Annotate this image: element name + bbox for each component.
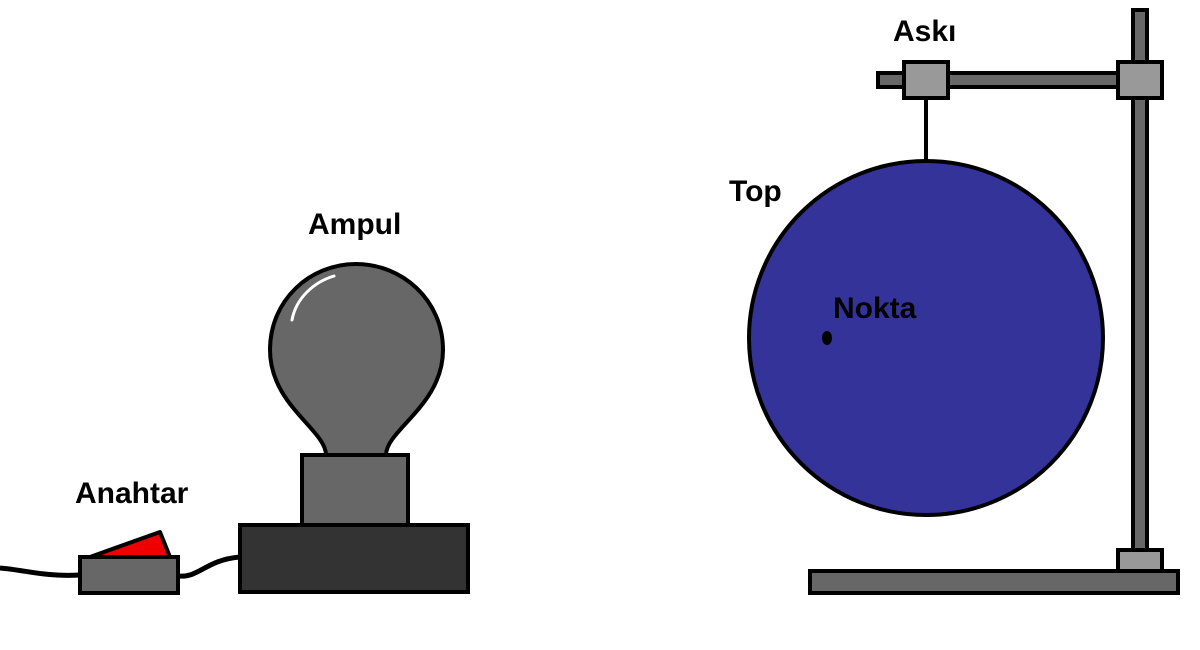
- stand-base: [808, 569, 1180, 595]
- power-cord-right: [177, 554, 241, 579]
- lamp-base: [238, 523, 470, 594]
- ball-label: Top: [729, 175, 782, 208]
- ball-dot: [822, 331, 832, 345]
- switch[interactable]: [78, 530, 180, 595]
- hanger-label: Askı: [893, 15, 957, 48]
- bulb-label: Ampul: [308, 208, 402, 241]
- bulb-socket: [300, 453, 410, 527]
- dot-label: Nokta: [833, 292, 917, 325]
- power-cord-left: [0, 565, 81, 578]
- switch-rocker: [88, 530, 172, 559]
- hanger-clamp: [902, 60, 950, 100]
- switch-label: Anahtar: [75, 477, 189, 510]
- arm-rod-clamp: [1116, 60, 1164, 100]
- ball: [747, 159, 1105, 517]
- switch-body: [78, 555, 180, 595]
- stand-foot-clamp: [1116, 548, 1164, 573]
- bulb-glass: [268, 262, 445, 457]
- bulb-highlight: [290, 274, 336, 322]
